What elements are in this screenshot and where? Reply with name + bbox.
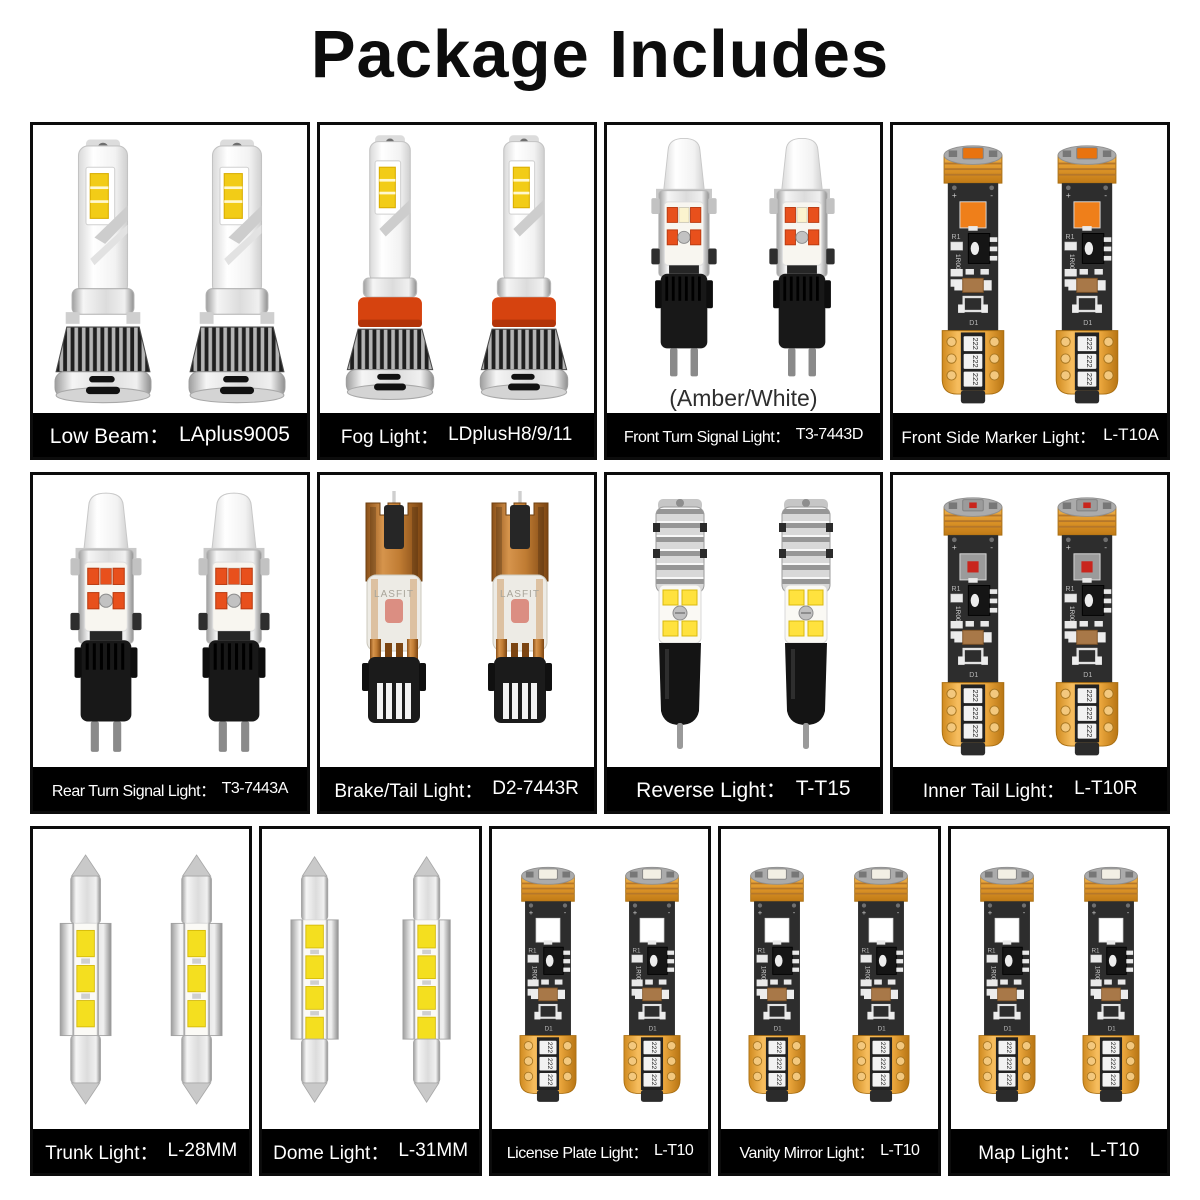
vanity-mirror-product-image [721,829,937,1129]
light-model: T3-7443D [795,426,864,443]
brake-tail-product-image [320,475,594,767]
t10-bulb-icon [726,852,828,1107]
license-plate-product-image [492,829,708,1129]
cell-front-side-marker: Front Side Marker Light： L-T10A [890,122,1170,460]
t10-bulb-icon [956,852,1058,1107]
dome-light-product-image [262,829,478,1129]
map-light-product-image [951,829,1167,1129]
turn-signal-bulb-icon [628,131,740,381]
cell-front-turn-signal: (Amber/White) Front Turn Signal Light： T… [603,122,884,460]
t15-bulb-icon [620,487,740,755]
fog-light-label: Fog Light： LDplusH8/9/11 [319,413,594,457]
light-model: L-T10A [1103,425,1159,444]
vanity-mirror-label: Vanity Mirror Light： L-T10 [721,1129,938,1173]
light-name: Rear Turn Signal Light： [51,783,216,800]
t10-bulb-icon [601,852,703,1107]
trunk-light-label: Trunk Light： L-28MM [33,1129,250,1173]
light-name: Brake/Tail Light： [334,780,484,802]
turn-signal-bulb-icon [746,131,858,381]
light-name: Vanity Mirror Light： [739,1145,875,1162]
light-model: L-T10 [1089,1140,1140,1161]
inner-tail-product-image [893,475,1167,767]
cell-low-beam: Low Beam： LAplus9005 [30,122,310,460]
festoon-bulb-icon [144,842,249,1117]
front-side-marker-product-image [893,125,1167,413]
rear-turn-signal-label: Rear Turn Signal Light： T3-7443A [33,767,307,811]
light-model: L-T10 [880,1142,920,1159]
front-turn-signal-label: Front Turn Signal Light： T3-7443D [606,413,881,457]
fog-bulb-icon [460,131,588,408]
light-name: Map Light： [978,1142,1081,1164]
t15-bulb-icon [746,487,866,755]
festoon-bulb-icon [262,842,367,1117]
t10-bulb-icon [830,852,932,1107]
t10-bulb-icon [917,481,1029,761]
light-name: Reverse Light： [636,779,787,802]
light-model: L-T10R [1074,778,1138,799]
front-side-marker-label: Front Side Marker Light： L-T10A [893,413,1167,457]
cell-license-plate-light: License Plate Light： L-T10 [488,826,712,1176]
cell-brake-tail: Brake/Tail Light： D2-7443R [316,472,597,814]
cell-trunk-light: Trunk Light： L-28MM [30,826,253,1176]
light-name: Front Side Marker Light： [901,427,1097,447]
cell-reverse-light: Reverse Light： T-T15 [603,472,884,814]
light-model: L-31MM [398,1140,469,1161]
light-model: LDplusH8/9/11 [448,424,573,445]
brake-tail-label: Brake/Tail Light： D2-7443R [319,767,594,811]
light-model: L-28MM [167,1140,238,1161]
license-plate-label: License Plate Light： L-T10 [491,1129,709,1173]
t10-bulb-icon [1031,481,1143,761]
cell-map-light: Map Light： L-T10 [947,826,1171,1176]
map-light-label: Map Light： L-T10 [950,1129,1168,1173]
grid-row-1: Low Beam： LAplus9005 Fog Light： LDplusH8… [30,122,1170,460]
page-title: Package Includes [310,17,890,92]
light-model: L-T10 [653,1142,694,1159]
reverse-light-product-image [607,475,881,767]
headlight-bulb-icon [39,131,167,408]
low-beam-label: Low Beam： LAplus9005 [33,413,307,457]
fog-light-product-image [320,125,594,413]
cell-vanity-mirror-light: Vanity Mirror Light： L-T10 [718,826,941,1176]
light-name: Inner Tail Light： [922,780,1066,802]
light-name: Trunk Light： [45,1142,159,1164]
inner-tail-label: Inner Tail Light： L-T10R [893,767,1167,811]
cell-dome-light: Dome Light： L-31MM [259,826,482,1176]
light-model: T-T15 [795,777,851,800]
brake-bulb-icon [460,487,580,755]
light-model: D2-7443R [492,778,579,799]
low-beam-product-image [33,125,307,413]
t10-bulb-icon [917,129,1029,409]
turn-signal-bulb-icon [45,485,167,757]
grid-row-2: Rear Turn Signal Light： T3-7443A Brake/T… [30,472,1170,814]
grid-row-3: Trunk Light： L-28MM Dome Light： L-31MM [30,826,1171,1176]
fog-bulb-icon [326,131,454,408]
festoon-bulb-icon [33,842,138,1117]
light-name: Front Turn Signal Light： [623,429,790,446]
light-model: LAplus9005 [179,423,290,446]
dome-light-label: Dome Light： L-31MM [262,1129,479,1173]
product-grid: Low Beam： LAplus9005 Fog Light： LDplusH8… [30,122,1171,1176]
light-model: T3-7443A [221,780,289,797]
light-name: License Plate Light： [506,1145,649,1162]
cell-rear-turn-signal: Rear Turn Signal Light： T3-7443A [30,472,310,814]
brake-bulb-icon [334,487,454,755]
trunk-light-product-image [33,829,249,1129]
festoon-bulb-icon [374,842,479,1117]
headlight-bulb-icon [173,131,301,408]
cell-inner-tail: Inner Tail Light： L-T10R [890,472,1170,814]
t10-bulb-icon [1031,129,1143,409]
front-turn-signal-product-image: (Amber/White) [607,125,881,413]
light-name: Dome Light： [273,1142,390,1164]
light-name: Low Beam： [49,425,171,448]
reverse-light-label: Reverse Light： T-T15 [606,767,881,811]
light-name: Fog Light： [340,426,440,448]
rear-turn-signal-product-image [33,475,307,767]
t10-bulb-icon [1060,852,1162,1107]
t10-bulb-icon [497,852,599,1107]
cell-fog-light: Fog Light： LDplusH8/9/11 [316,122,597,460]
turn-signal-bulb-icon [173,485,295,757]
amber-white-note: (Amber/White) [669,385,818,411]
